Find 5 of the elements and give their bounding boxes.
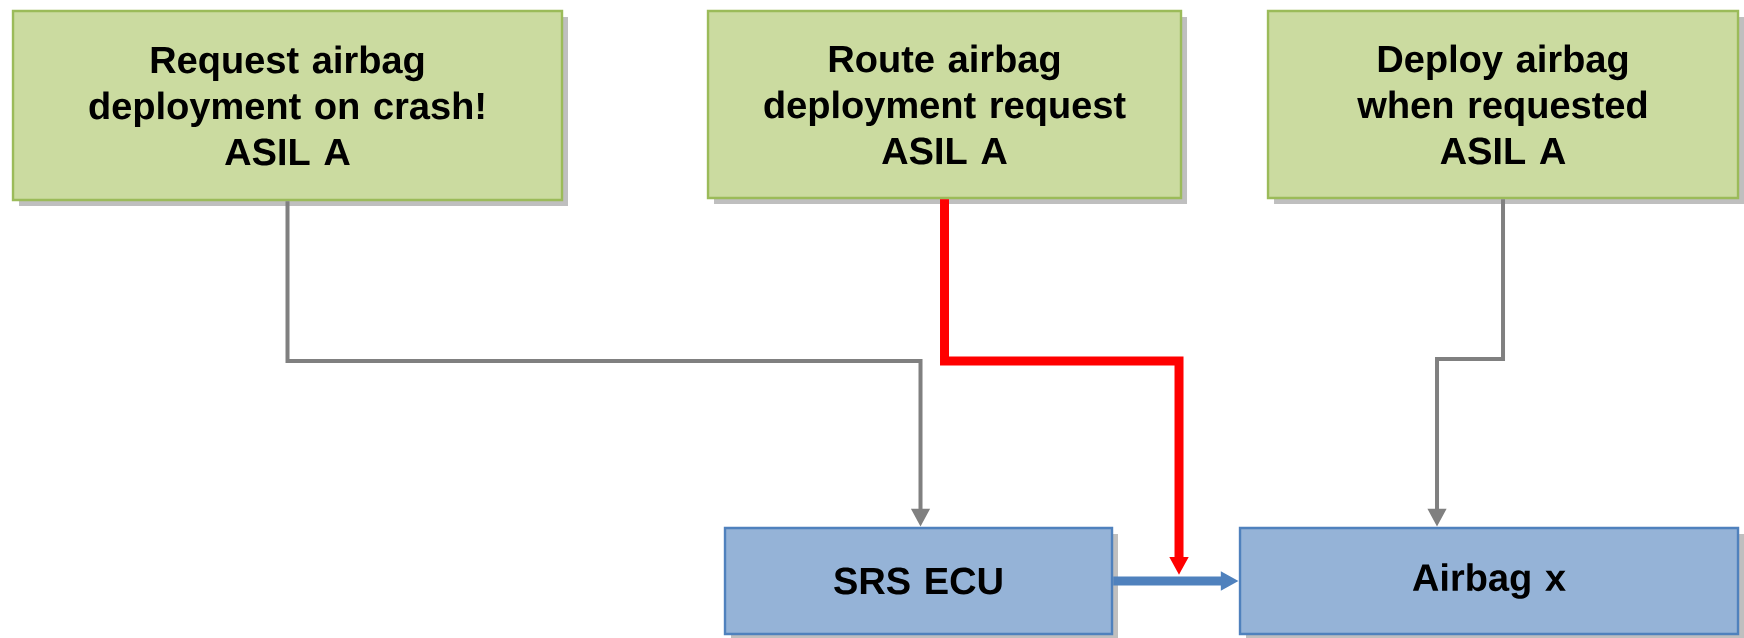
component-box: Airbag x [1238, 526, 1744, 638]
requirement-box: Request airbag deployment on crash! ASIL A [11, 9, 568, 206]
component-box: SRS ECU [723, 526, 1118, 638]
requirement-box: Route airbag deployment request ASIL A [706, 9, 1187, 204]
requirement-box: Deploy airbag when requested ASIL A [1266, 9, 1744, 204]
